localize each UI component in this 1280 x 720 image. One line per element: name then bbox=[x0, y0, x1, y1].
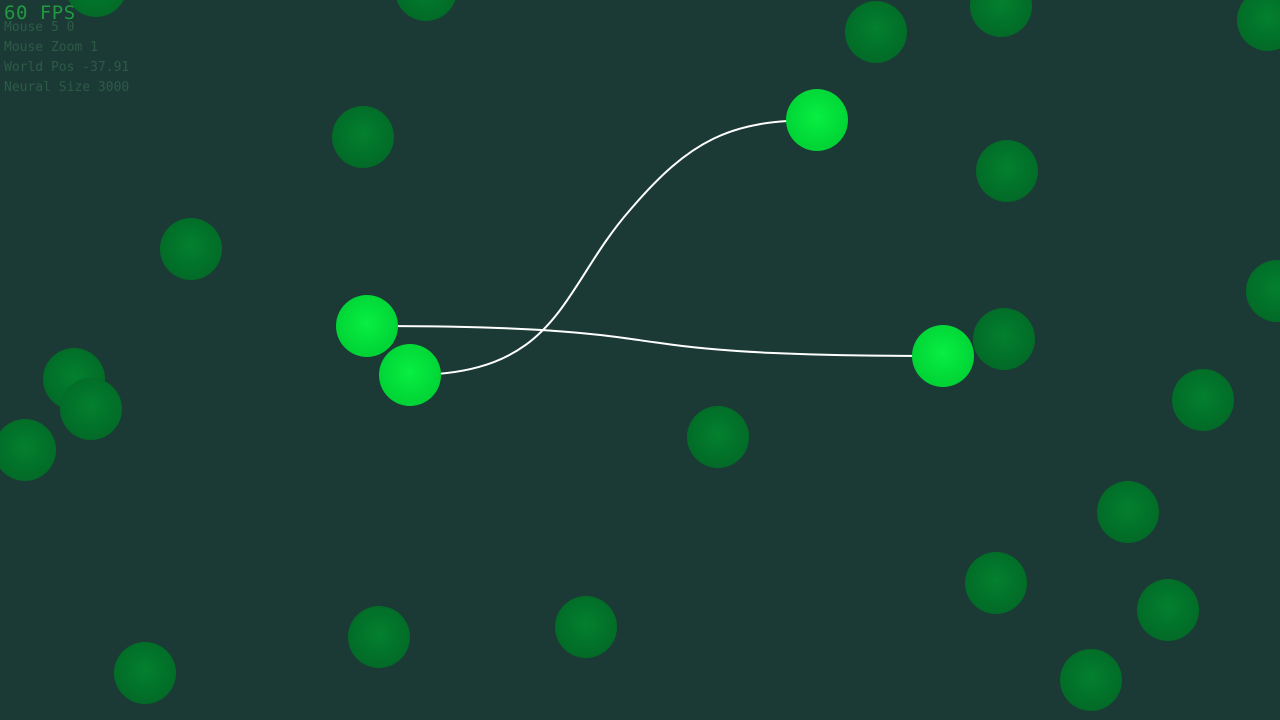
inactive-neuron[interactable] bbox=[555, 596, 617, 658]
inactive-neuron[interactable] bbox=[348, 606, 410, 668]
inactive-neuron[interactable] bbox=[1172, 369, 1234, 431]
inactive-neuron[interactable] bbox=[1060, 649, 1122, 711]
inactive-neuron[interactable] bbox=[332, 106, 394, 168]
inactive-neuron[interactable] bbox=[160, 218, 222, 280]
inactive-neuron[interactable] bbox=[1137, 579, 1199, 641]
inactive-neuron[interactable] bbox=[1097, 481, 1159, 543]
active-neurons bbox=[336, 89, 974, 406]
synapses bbox=[366, 119, 944, 376]
active-neuron[interactable] bbox=[336, 295, 398, 357]
active-neuron[interactable] bbox=[912, 325, 974, 387]
active-neuron[interactable] bbox=[379, 344, 441, 406]
inactive-neuron[interactable] bbox=[65, 0, 127, 17]
inactive-neuron[interactable] bbox=[845, 1, 907, 63]
inactive-neuron[interactable] bbox=[1237, 0, 1280, 51]
inactive-neuron[interactable] bbox=[687, 406, 749, 468]
inactive-neuron[interactable] bbox=[970, 0, 1032, 37]
inactive-neuron[interactable] bbox=[973, 308, 1035, 370]
synapse-line bbox=[409, 119, 818, 376]
inactive-neuron[interactable] bbox=[114, 642, 176, 704]
inactive-neuron[interactable] bbox=[965, 552, 1027, 614]
inactive-neuron[interactable] bbox=[60, 378, 122, 440]
inactive-neuron[interactable] bbox=[1246, 260, 1280, 322]
synapse-line bbox=[366, 325, 944, 357]
inactive-neuron[interactable] bbox=[0, 419, 56, 481]
inactive-neuron[interactable] bbox=[976, 140, 1038, 202]
active-neuron[interactable] bbox=[786, 89, 848, 151]
inactive-neuron[interactable] bbox=[395, 0, 457, 21]
